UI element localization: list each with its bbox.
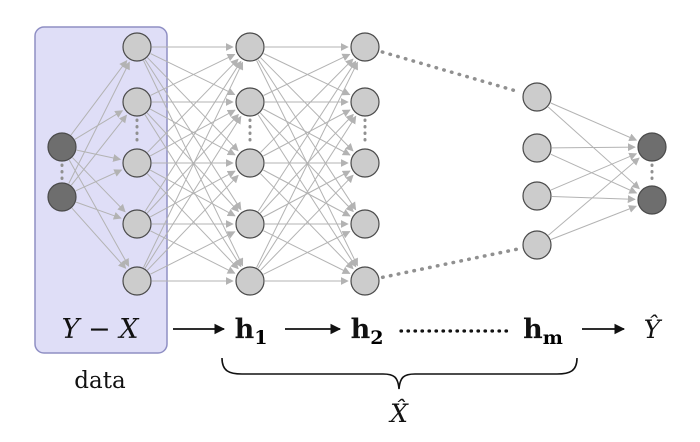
input-light-node bbox=[122, 148, 152, 178]
edge-arrow bbox=[72, 157, 126, 213]
edge-arrow bbox=[259, 112, 354, 213]
output-dark-node bbox=[637, 132, 667, 162]
edge-arrow bbox=[263, 231, 351, 275]
edge-arrow bbox=[144, 59, 242, 211]
label-h1: h1 bbox=[235, 314, 268, 349]
input-light-node bbox=[122, 32, 152, 62]
edge-arrow bbox=[548, 157, 640, 236]
edge-arrow bbox=[260, 58, 354, 153]
edge-arrow bbox=[550, 102, 638, 141]
network-nodes bbox=[47, 32, 667, 296]
h1-node bbox=[235, 32, 265, 62]
edge-arrow bbox=[150, 53, 236, 96]
layer-connections bbox=[68, 43, 640, 285]
input-dark-node bbox=[47, 182, 77, 212]
edge-arrow bbox=[147, 57, 239, 152]
hm-node bbox=[522, 82, 552, 112]
h1-node bbox=[235, 209, 265, 239]
edge-arrow bbox=[70, 59, 128, 136]
edge-arrow bbox=[147, 58, 239, 153]
underbrace bbox=[221, 357, 578, 390]
edge-arrow bbox=[150, 53, 236, 96]
edge-arrow bbox=[146, 113, 239, 214]
h2-node bbox=[350, 87, 380, 117]
label-x-hat: X̂ bbox=[388, 399, 409, 428]
dotted-connection bbox=[380, 50, 522, 94]
edge-arrow bbox=[257, 60, 357, 212]
edge-arrow bbox=[150, 231, 236, 275]
edge-arrow bbox=[263, 170, 351, 218]
dotted-connection bbox=[380, 246, 522, 280]
edge-arrow bbox=[71, 207, 127, 269]
edge-arrow bbox=[146, 112, 239, 213]
h2-node bbox=[350, 148, 380, 178]
edge-arrow bbox=[263, 53, 351, 96]
edge-arrow bbox=[263, 109, 351, 157]
h2-node bbox=[350, 266, 380, 296]
edge-arrow bbox=[257, 59, 357, 211]
label-y-minus-x: Y − X bbox=[62, 314, 141, 345]
h1-node bbox=[235, 148, 265, 178]
label-hm: hm bbox=[523, 314, 563, 349]
edge-arrow bbox=[260, 174, 354, 271]
edge-arrow bbox=[144, 114, 242, 268]
hm-node bbox=[522, 133, 552, 163]
edge-arrow bbox=[76, 149, 122, 162]
edge-arrow bbox=[550, 205, 637, 240]
label-y-hat: Ŷ bbox=[644, 315, 663, 344]
edge-arrow bbox=[143, 61, 244, 268]
h1-node bbox=[235, 266, 265, 296]
edge-arrow bbox=[263, 53, 351, 96]
input-dark-node bbox=[47, 132, 77, 162]
edge-arrow bbox=[551, 143, 636, 152]
edge-arrow bbox=[147, 174, 239, 271]
input-light-node bbox=[122, 266, 152, 296]
edge-arrow bbox=[70, 114, 127, 186]
edge-arrow bbox=[144, 115, 242, 269]
h1-node bbox=[235, 87, 265, 117]
h2-node bbox=[350, 32, 380, 62]
edge-arrow bbox=[257, 114, 357, 268]
edge-arrow bbox=[75, 169, 123, 192]
edge-arrow bbox=[74, 110, 124, 140]
hm-node bbox=[522, 230, 552, 260]
hm-node bbox=[522, 181, 552, 211]
h2-node bbox=[350, 209, 380, 239]
output-dark-node bbox=[637, 185, 667, 215]
label-data-caption: data bbox=[74, 368, 126, 394]
edge-arrow bbox=[260, 173, 354, 270]
edge-arrow bbox=[144, 60, 242, 212]
edge-arrow bbox=[149, 170, 236, 218]
edge-arrow bbox=[550, 152, 638, 191]
edge-arrow bbox=[260, 57, 354, 152]
edge-arrow bbox=[149, 109, 236, 157]
edge-arrow bbox=[68, 159, 130, 267]
input-light-node bbox=[122, 87, 152, 117]
label-h2: h2 bbox=[351, 314, 384, 349]
edge-arrow bbox=[68, 61, 130, 184]
edge-arrow bbox=[147, 173, 239, 270]
edge-arrow bbox=[259, 113, 354, 214]
edge-arrow bbox=[550, 153, 638, 194]
edge-arrow bbox=[75, 201, 122, 220]
input-light-node bbox=[122, 209, 152, 239]
edge-arrow bbox=[257, 115, 357, 269]
edge-arrow bbox=[551, 195, 636, 204]
dotted-continuation-connections bbox=[380, 50, 522, 280]
dotted-column-ellipses bbox=[60, 118, 654, 184]
edge-arrow bbox=[256, 61, 358, 268]
